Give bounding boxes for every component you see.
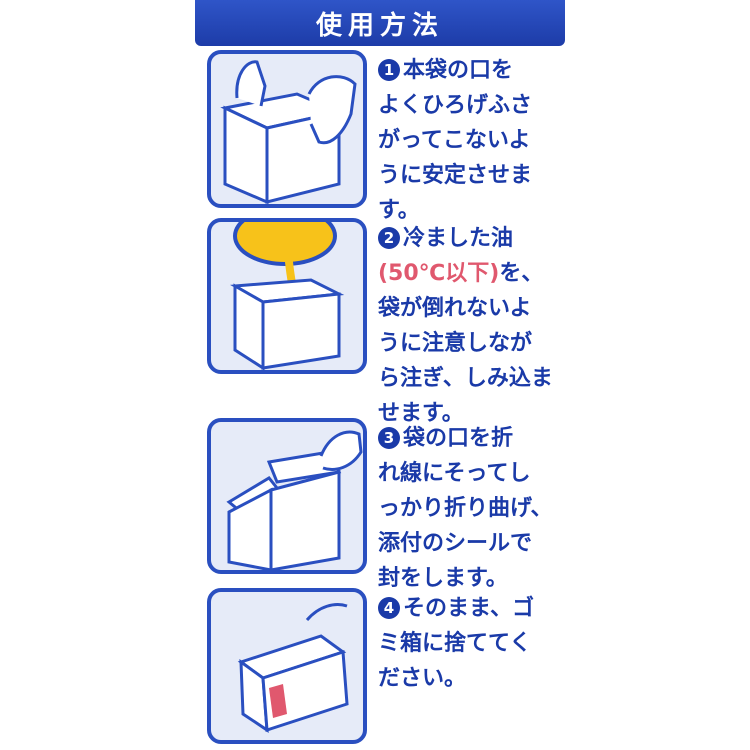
step-2-number: 2 <box>378 227 400 249</box>
page-title: 使用方法 <box>315 10 444 41</box>
step-4-illustration <box>207 588 367 744</box>
step-3-number: 3 <box>378 427 400 449</box>
step-4-number: 4 <box>378 597 400 619</box>
step-2-illustration <box>207 218 367 374</box>
temperature-warning: (50℃以下) <box>378 261 500 286</box>
trash-bag-icon <box>237 603 349 733</box>
open-bag-icon <box>220 60 357 204</box>
header-banner: 使用方法 <box>195 0 565 46</box>
pour-oil-icon <box>230 222 345 370</box>
step-1-number: 1 <box>378 59 400 81</box>
seal-sticker <box>269 684 287 718</box>
fold-bag-icon <box>226 430 363 570</box>
step-1-illustration <box>207 50 367 208</box>
step-3-illustration <box>207 418 367 574</box>
